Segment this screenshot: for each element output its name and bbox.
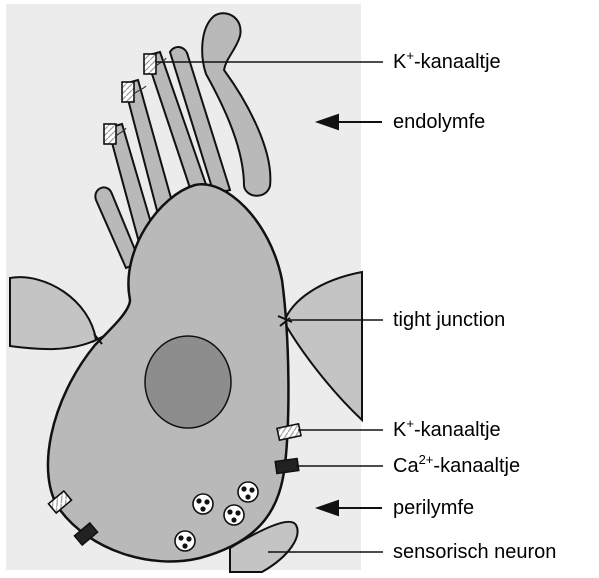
- label-ca-channel: Ca2+-kanaaltje: [393, 456, 520, 476]
- label-k-channel-bottom: K+-kanaaltje: [393, 420, 501, 440]
- vesicle-3: [224, 505, 244, 525]
- label-k-channel-top: K+-kanaaltje: [393, 52, 501, 72]
- label-perilymph: perilymfe: [393, 498, 474, 518]
- vesicle-1: [193, 494, 213, 514]
- k-channel-tip-2: [122, 82, 134, 102]
- vesicle-2: [238, 482, 258, 502]
- label-tight-junction: tight junction: [393, 310, 505, 330]
- k-channel-tip-1: [144, 54, 156, 74]
- vesicle-4: [175, 531, 195, 551]
- label-endolymph: endolymfe: [393, 112, 485, 132]
- k-channel-tip-3: [104, 124, 116, 144]
- label-sensory-neuron: sensorisch neuron: [393, 542, 556, 562]
- nucleus: [145, 336, 231, 428]
- ca-channel-membrane-right: [275, 459, 298, 474]
